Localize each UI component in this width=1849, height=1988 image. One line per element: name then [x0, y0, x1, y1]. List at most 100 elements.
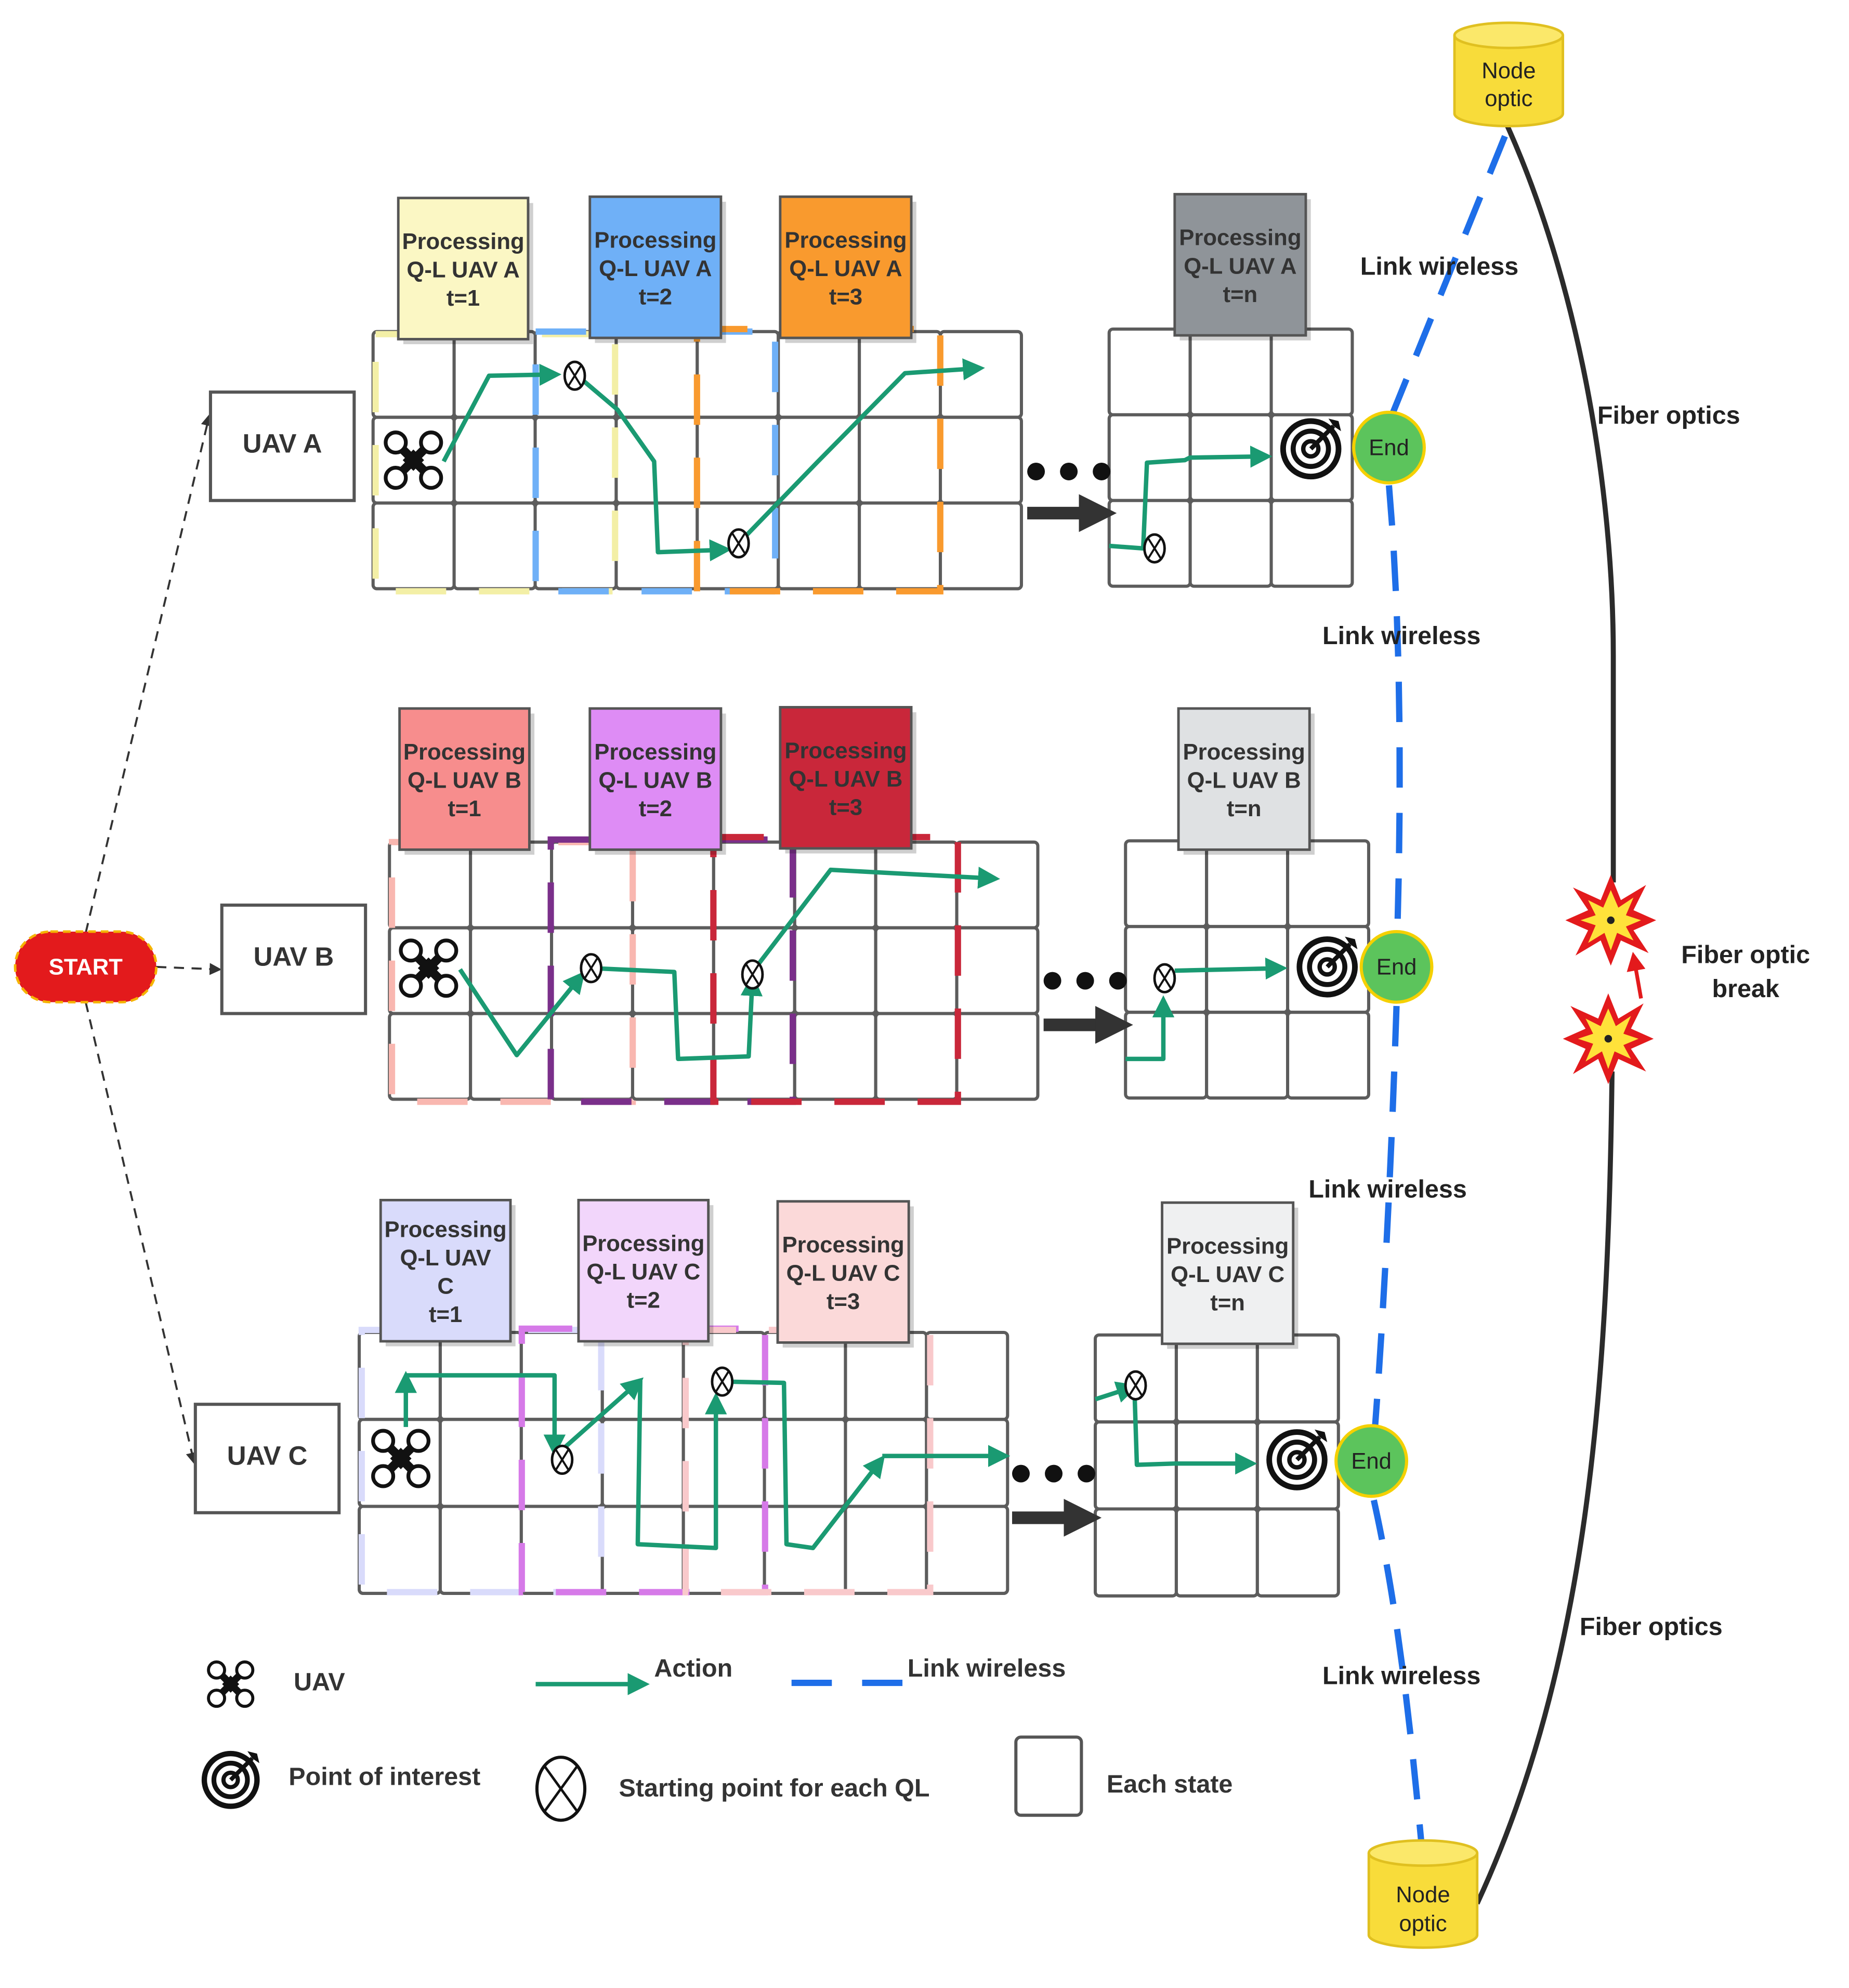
uav-a-action-final: [1109, 446, 1273, 551]
state-cell: [469, 840, 554, 930]
starting-point-cross-b: [745, 963, 760, 985]
uav-a-end-node[interactable]: End: [1352, 410, 1426, 485]
drone-rotor: [384, 466, 408, 490]
drone-rotor: [406, 1464, 431, 1488]
legend: UAV Action Link wireless Point of intere…: [201, 1654, 1233, 1822]
processing-box-bg: [1177, 707, 1311, 851]
end-circle: [1352, 410, 1426, 485]
processing-box-line: t=1: [448, 796, 481, 821]
state-cell: [681, 1418, 766, 1508]
end-circle: [1334, 1424, 1408, 1498]
state-cell: [600, 1418, 685, 1508]
node-optic-top: Node optic: [1453, 21, 1565, 128]
node-optic-bottom-line2: optic: [1399, 1911, 1447, 1937]
state-cell: [858, 415, 942, 505]
uav-a-starting-point-icon: [563, 360, 586, 391]
ellipsis-dot: [1027, 462, 1045, 480]
processing-box-bg: [588, 707, 723, 851]
state-cell: [777, 501, 861, 591]
processing-box-bg: [398, 707, 531, 851]
state-cell: [1286, 1011, 1370, 1100]
ellipsis-dot: [1109, 972, 1127, 990]
target-dart: [1326, 943, 1352, 969]
legend-poi-label: Point of interest: [289, 1762, 480, 1790]
drone-rotor: [207, 1660, 226, 1680]
processing-box-line: Q-L UAV C: [1171, 1262, 1284, 1287]
processing-box-line: Q-L UAV C: [786, 1261, 900, 1286]
state-cell: [1174, 1507, 1259, 1598]
uav-c-starting-point-icon: [711, 1366, 734, 1397]
fiber-break-label-line2: break: [1712, 975, 1779, 1003]
start-node[interactable]: START: [14, 930, 158, 1004]
processing-box-bg: [588, 195, 723, 339]
state-cell: [793, 1012, 877, 1101]
start-to-uav-a-connector: [84, 413, 213, 933]
drone-rotor: [207, 1689, 226, 1708]
uav-a-target-icon: [1280, 418, 1342, 480]
legend-each-state-label: Each state: [1107, 1770, 1233, 1798]
uav-c-target-icon: [1266, 1429, 1328, 1490]
target-ring-mid: [1277, 1440, 1317, 1480]
target-dart: [1309, 424, 1335, 451]
drone-rotor: [371, 1429, 396, 1453]
drone-rotor: [399, 974, 423, 998]
state-cell: [519, 1505, 604, 1595]
target-dart-tail: [247, 1751, 259, 1763]
state-cell: [955, 840, 1040, 930]
state-cell: [1269, 327, 1354, 416]
drone-rotor: [419, 430, 443, 455]
state-cell: [533, 501, 618, 591]
drone-rotor: [399, 938, 423, 963]
target-ring-outer: [1296, 936, 1358, 998]
ellipsis-dot: [1043, 972, 1061, 990]
link-wireless-label-3: Link wireless: [1308, 1175, 1467, 1204]
state-cell: [614, 330, 699, 419]
legend-starting-point-icon: [535, 1756, 587, 1822]
uav-b-end-node[interactable]: End: [1359, 930, 1434, 1004]
processing-box-line: Q-L UAV A: [599, 256, 712, 281]
uav-c-action-2: [560, 1377, 644, 1451]
processing-box-line: Q-L UAV: [400, 1245, 491, 1271]
state-cell: [925, 1418, 1009, 1508]
processing-box-bg: [1161, 1201, 1295, 1345]
processing-box-line: Processing: [784, 228, 907, 253]
processing-box-bg: [779, 195, 913, 339]
processing-box-line: Q-L UAV A: [406, 257, 519, 283]
ellipsis-dot: [1060, 462, 1078, 480]
processing-box-line: Processing: [403, 739, 526, 765]
wireless-link-b-c: [1370, 1005, 1400, 1444]
fiber-break-explosion-upper: [1565, 874, 1657, 966]
drone-rotor: [384, 430, 408, 455]
uav-a-drone-icon: [384, 430, 443, 490]
state-cell: [793, 926, 877, 1015]
state-cell: [358, 1505, 442, 1595]
uav-b-action-final-2: [1174, 957, 1288, 980]
state-cell: [371, 501, 456, 591]
processing-box-line: Processing: [1179, 225, 1301, 251]
legend-wireless-label: Link wireless: [908, 1654, 1066, 1682]
starting-point-cross-b: [731, 532, 746, 554]
state-cell: [438, 1505, 523, 1595]
target-ring-mid: [211, 1760, 250, 1799]
processing-box-line: Q-L UAV C: [586, 1259, 700, 1285]
state-cell: [712, 840, 796, 930]
state-cell: [793, 840, 877, 930]
uav-b-label-box: UAV B: [220, 904, 368, 1015]
end-label: End: [1369, 435, 1409, 460]
target-ring-mid: [1307, 947, 1347, 987]
starting-point-cross-b: [1147, 538, 1162, 559]
processing-box-line: Processing: [385, 1217, 507, 1242]
fiber-optic-upper: [1505, 125, 1616, 883]
state-cell: [874, 840, 959, 930]
state-cell: [955, 926, 1040, 1015]
starting-point-cross-b: [555, 1449, 570, 1471]
uav-c-end-node[interactable]: End: [1334, 1424, 1408, 1498]
state-cell: [1188, 499, 1273, 588]
uav-c-action-3: [635, 1380, 727, 1550]
uav-b-label: UAV B: [254, 941, 334, 971]
